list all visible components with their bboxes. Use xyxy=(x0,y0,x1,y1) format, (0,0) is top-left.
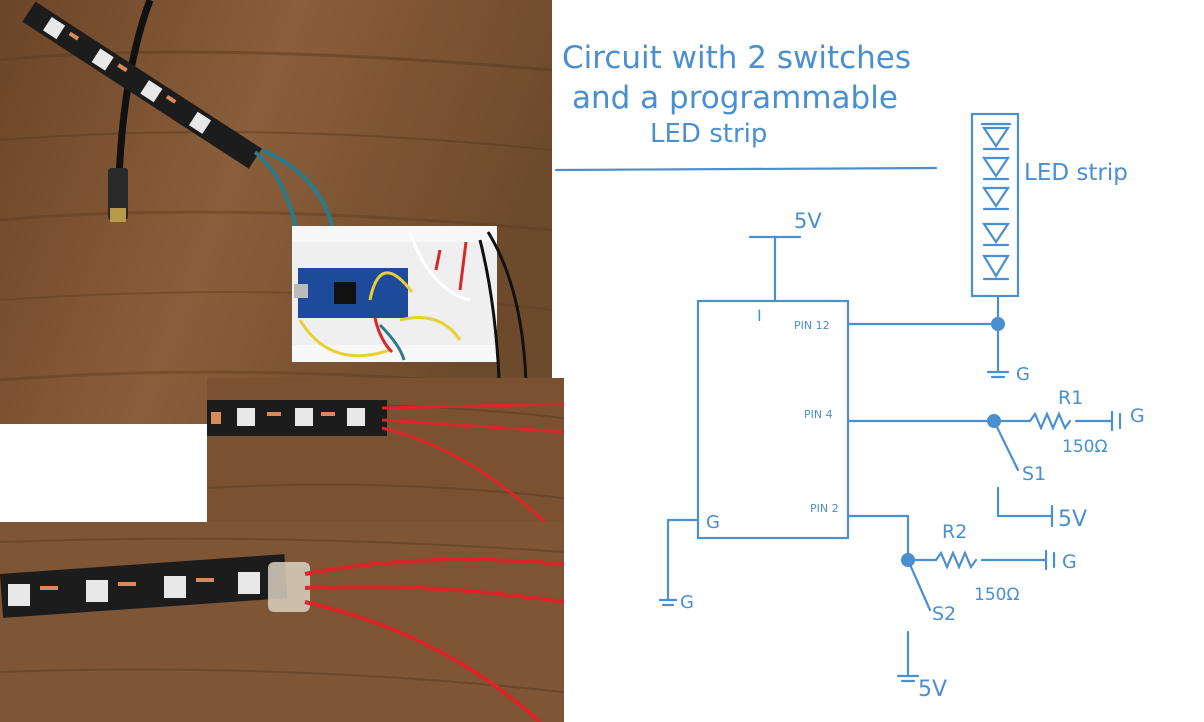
chip-i-label: I xyxy=(757,306,762,325)
led-ground-label: G xyxy=(1016,364,1030,385)
s1-supply-label: 5V xyxy=(1058,507,1087,532)
junction-dot xyxy=(987,414,1001,428)
title-line-1: Circuit with 2 switches xyxy=(562,40,911,76)
r1-value: 150Ω xyxy=(1062,437,1107,457)
r1-ground-label: G xyxy=(1130,405,1145,427)
junction-dot xyxy=(991,317,1005,331)
switch-s1 xyxy=(992,419,1020,472)
title-line-3: LED strip xyxy=(650,119,767,149)
photo-led-strip-wires xyxy=(0,522,564,722)
s1-label: S1 xyxy=(1022,463,1046,485)
pin2-label: PIN 2 xyxy=(810,502,839,515)
title-line-2: and a programmable xyxy=(572,80,898,116)
resistor-r1 xyxy=(1028,411,1072,431)
pin12-label: PIN 12 xyxy=(794,319,830,332)
r2-value: 150Ω xyxy=(974,585,1019,605)
s2-supply-label: 5V xyxy=(918,677,947,702)
led-strip-box xyxy=(970,112,1020,298)
chip-ground-label: G xyxy=(680,592,694,613)
supply-top-label: 5V xyxy=(794,209,822,233)
chip-g-label: G xyxy=(706,512,720,533)
microcontroller-box xyxy=(696,299,850,540)
junction-dot xyxy=(901,553,915,567)
s2-label: S2 xyxy=(932,603,956,625)
r2-label: R2 xyxy=(942,521,967,543)
led-strip-label: LED strip xyxy=(1024,160,1128,186)
switch-s2 xyxy=(906,558,932,612)
resistor-r2 xyxy=(934,550,978,570)
r2-ground-label: G xyxy=(1062,551,1077,573)
title-underline xyxy=(554,166,938,172)
pin4-label: PIN 4 xyxy=(804,408,833,421)
photo-breadboard-assembly xyxy=(0,0,552,424)
r1-label: R1 xyxy=(1058,387,1083,409)
led-diode-symbols xyxy=(980,122,1012,281)
photo-led-strip-closeup xyxy=(207,378,564,524)
